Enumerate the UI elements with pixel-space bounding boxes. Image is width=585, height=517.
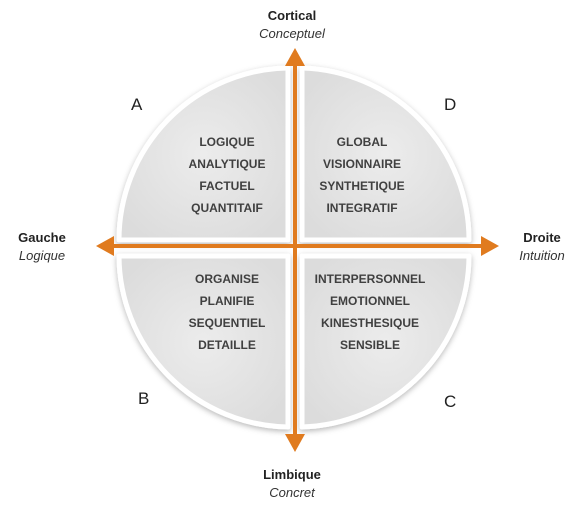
quadrant-d-letter: D (444, 95, 457, 114)
arrow-left-icon (96, 236, 114, 256)
trait-item: SENSIBLE (339, 338, 400, 352)
pole-right: Droite Intuition (504, 229, 580, 265)
quadrant-b-traits: ORGANISE PLANIFIE SEQUENTIEL DETAILLE (167, 268, 287, 356)
pole-right-sub: Intuition (519, 248, 565, 263)
quadrant-a-shape (116, 65, 291, 243)
pole-bottom-main: Limbique (263, 467, 321, 482)
quadrant-b-shape (116, 253, 291, 430)
quadrant-c-letter: C (444, 392, 457, 411)
trait-item: LOGIQUE (199, 135, 255, 149)
trait-item: QUANTITAIF (191, 201, 263, 215)
horizontal-axis-arrow (96, 236, 499, 256)
trait-item: SEQUENTIEL (188, 316, 266, 330)
quadrant-d-traits: GLOBAL VISIONNAIRE SYNTHETIQUE INTEGRATI… (302, 131, 422, 219)
pole-right-main: Droite (523, 230, 561, 245)
quadrant-c-shape (299, 253, 472, 430)
trait-item: SYNTHETIQUE (319, 179, 405, 193)
pole-bottom: Limbique Concret (242, 466, 342, 502)
trait-item: INTERPERSONNEL (314, 272, 426, 286)
vertical-axis-arrow (285, 48, 305, 452)
trait-item: GLOBAL (336, 135, 388, 149)
pole-top-sub: Conceptuel (259, 26, 325, 41)
trait-item: ORGANISE (194, 272, 259, 286)
arrow-down-icon (285, 434, 305, 452)
pole-bottom-sub: Concret (269, 485, 315, 500)
trait-item: KINESTHESIQUE (320, 316, 419, 330)
quadrant-a-traits: LOGIQUE ANALYTIQUE FACTUEL QUANTITAIF (167, 131, 287, 219)
pole-top: Cortical Conceptuel (242, 7, 342, 43)
pole-left: Gauche Logique (4, 229, 80, 265)
trait-item: INTEGRATIF (326, 201, 398, 215)
trait-item: ANALYTIQUE (188, 157, 266, 171)
trait-item: EMOTIONNEL (330, 294, 410, 308)
quadrant-a-letter: A (131, 95, 143, 114)
trait-item: VISIONNAIRE (322, 157, 401, 171)
trait-item: DETAILLE (198, 338, 256, 352)
quadrant-c-traits: INTERPERSONNEL EMOTIONNEL KINESTHESIQUE … (306, 268, 434, 356)
quadrant-b-letter: B (138, 389, 150, 408)
pole-left-sub: Logique (18, 248, 66, 263)
quadrant-d-shape (299, 65, 472, 243)
pole-top-main: Cortical (267, 8, 317, 23)
trait-item: PLANIFIE (199, 294, 255, 308)
arrow-right-icon (481, 236, 499, 256)
pole-left-main: Gauche (18, 230, 66, 245)
arrow-up-icon (285, 48, 305, 66)
trait-item: FACTUEL (199, 179, 255, 193)
